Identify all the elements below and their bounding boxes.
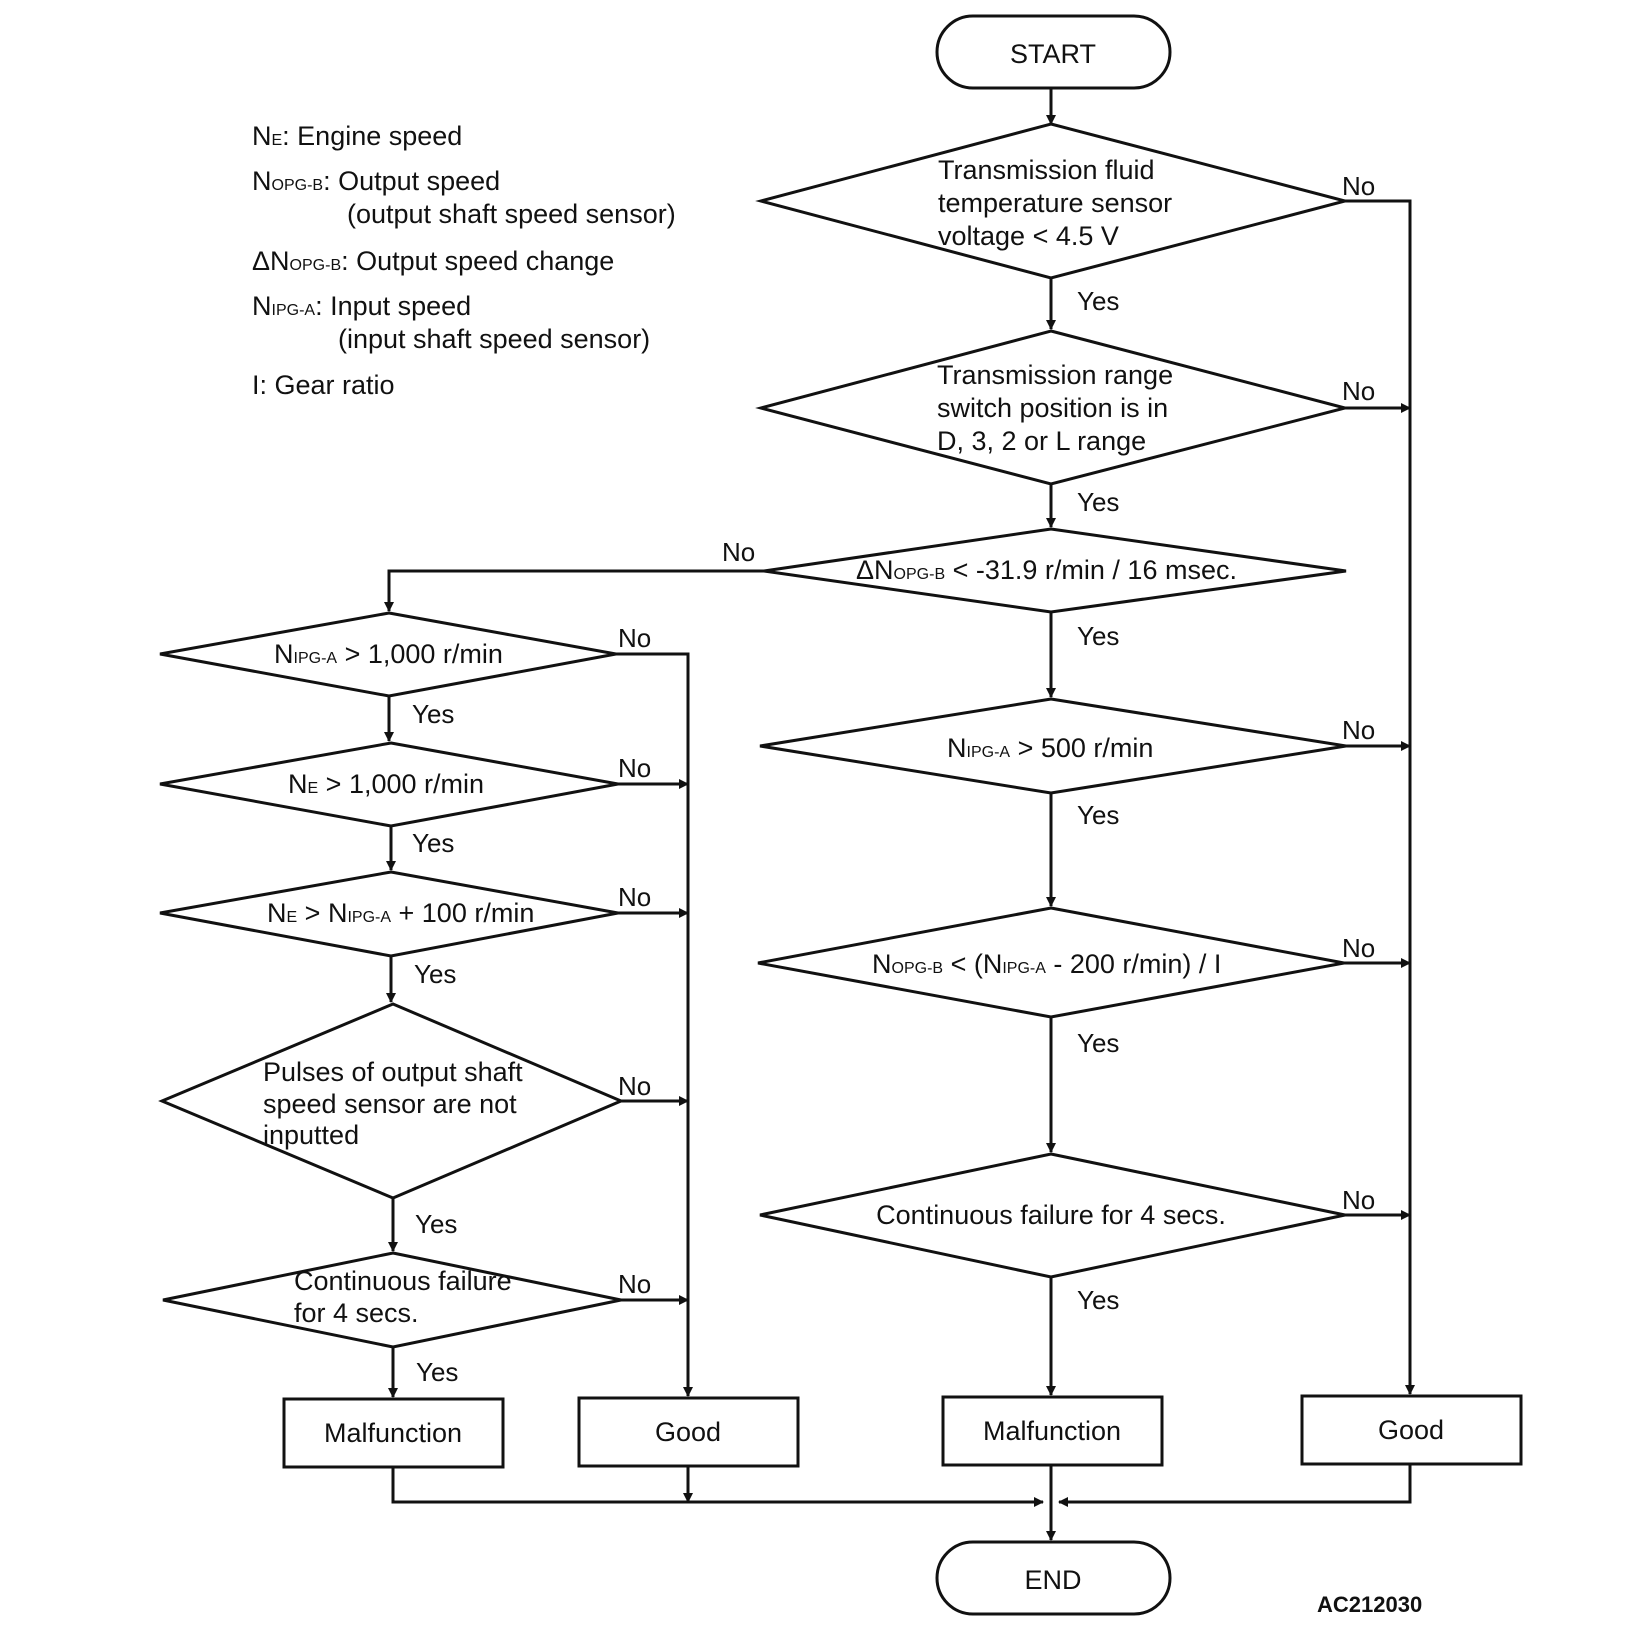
svg-text:D, 3, 2 or L range: D, 3, 2 or L range bbox=[937, 426, 1146, 456]
svg-text:No: No bbox=[618, 623, 651, 653]
end-terminal: END bbox=[935, 1540, 1172, 1616]
svg-text:Yes: Yes bbox=[1077, 800, 1119, 830]
svg-text:for 4 secs.: for 4 secs. bbox=[294, 1298, 419, 1328]
svg-text:Yes: Yes bbox=[1077, 621, 1119, 651]
svg-text:Yes: Yes bbox=[412, 699, 454, 729]
svg-text:Malfunction: Malfunction bbox=[983, 1416, 1121, 1446]
svg-text:Continuous failure for 4 secs.: Continuous failure for 4 secs. bbox=[876, 1200, 1226, 1230]
good-box-right: Good bbox=[1300, 1394, 1523, 1466]
decision-output-vs-input-speed: NOPG-B < (NIPG-A - 200 r/min) / I bbox=[757, 906, 1345, 1019]
legend-dnopg: ΔNOPG-B: Output speed change bbox=[252, 246, 614, 276]
decision-output-speed-change: ΔNOPG-B < -31.9 r/min / 16 msec. bbox=[763, 527, 1347, 614]
legend-ne: NE: Engine speed bbox=[252, 121, 462, 151]
svg-text:No: No bbox=[1342, 376, 1375, 406]
decision-range-switch-position: Transmission range switch position is in… bbox=[755, 329, 1351, 486]
svg-text:Malfunction: Malfunction bbox=[324, 1418, 462, 1448]
start-terminal: START bbox=[935, 14, 1172, 90]
legend-nipg: NIPG-A: Input speed bbox=[252, 291, 471, 321]
svg-text:voltage < 4.5 V: voltage < 4.5 V bbox=[938, 221, 1119, 251]
malfunction-box-right: Malfunction bbox=[941, 1395, 1164, 1467]
svg-text:Yes: Yes bbox=[415, 1209, 457, 1239]
connectors bbox=[384, 88, 1415, 1541]
svg-text:Transmission fluid: Transmission fluid bbox=[938, 155, 1155, 185]
svg-text:ΔNOPG-B < -31.9 r/min / 16 mse: ΔNOPG-B < -31.9 r/min / 16 msec. bbox=[856, 555, 1237, 585]
branch-labels: Yes Yes Yes Yes Yes Yes No No No No No N… bbox=[412, 171, 1375, 1387]
svg-text:NIPG-A > 500 r/min: NIPG-A > 500 r/min bbox=[947, 733, 1153, 763]
svg-text:inputted: inputted bbox=[263, 1120, 359, 1150]
svg-text:No: No bbox=[618, 882, 651, 912]
decision-fluid-temp-voltage: Transmission fluid temperature sensor vo… bbox=[755, 122, 1351, 280]
svg-text:temperature sensor: temperature sensor bbox=[938, 188, 1172, 218]
malfunction-box-left: Malfunction bbox=[282, 1397, 505, 1469]
svg-text:No: No bbox=[1342, 715, 1375, 745]
legend-nipg-note: (input shaft speed sensor) bbox=[338, 324, 650, 354]
legend: NE: Engine speed NOPG-B: Output speed (o… bbox=[252, 121, 676, 400]
end-label: END bbox=[1024, 1565, 1081, 1595]
svg-text:Continuous failure: Continuous failure bbox=[294, 1266, 512, 1296]
decision-output-pulses-missing: Pulses of output shaft speed sensor are … bbox=[158, 1002, 625, 1200]
svg-text:No: No bbox=[618, 1269, 651, 1299]
decision-continuous-failure-left: Continuous failure for 4 secs. bbox=[162, 1251, 622, 1349]
good-box-left: Good bbox=[577, 1396, 800, 1468]
decision-input-speed-1000: NIPG-A > 1,000 r/min bbox=[159, 611, 617, 698]
svg-text:Yes: Yes bbox=[416, 1357, 458, 1387]
legend-nopg-note: (output shaft speed sensor) bbox=[347, 199, 676, 229]
svg-text:No: No bbox=[1342, 1185, 1375, 1215]
svg-text:NE > NIPG-A + 100 r/min: NE > NIPG-A + 100 r/min bbox=[267, 898, 534, 928]
svg-text:Yes: Yes bbox=[414, 959, 456, 989]
svg-text:Pulses of output shaft: Pulses of output shaft bbox=[263, 1057, 523, 1087]
svg-text:Yes: Yes bbox=[412, 828, 454, 858]
legend-nopg: NOPG-B: Output speed bbox=[252, 166, 500, 196]
svg-text:Yes: Yes bbox=[1077, 1285, 1119, 1315]
svg-text:Yes: Yes bbox=[1077, 286, 1119, 316]
decision-input-speed-500: NIPG-A > 500 r/min bbox=[759, 697, 1347, 795]
svg-text:switch position is in: switch position is in bbox=[937, 393, 1168, 423]
legend-gear: I: Gear ratio bbox=[252, 370, 395, 400]
svg-text:NOPG-B < (NIPG-A - 200 r/min): NOPG-B < (NIPG-A - 200 r/min) / I bbox=[872, 949, 1221, 979]
svg-text:NIPG-A > 1,000 r/min: NIPG-A > 1,000 r/min bbox=[274, 639, 503, 669]
svg-text:No: No bbox=[618, 753, 651, 783]
decision-engine-vs-input-speed: NE > NIPG-A + 100 r/min bbox=[159, 870, 619, 958]
svg-text:Good: Good bbox=[655, 1417, 721, 1447]
svg-text:speed sensor are not: speed sensor are not bbox=[263, 1089, 517, 1119]
svg-text:No: No bbox=[1342, 933, 1375, 963]
decision-continuous-failure-right: Continuous failure for 4 secs. bbox=[759, 1152, 1346, 1279]
decision-engine-speed-1000: NE > 1,000 r/min bbox=[159, 741, 619, 828]
svg-text:NE > 1,000 r/min: NE > 1,000 r/min bbox=[288, 769, 484, 799]
svg-text:Yes: Yes bbox=[1077, 1028, 1119, 1058]
svg-text:No: No bbox=[618, 1071, 651, 1101]
svg-text:Transmission range: Transmission range bbox=[937, 360, 1173, 390]
svg-text:No: No bbox=[722, 537, 755, 567]
start-label: START bbox=[1010, 39, 1096, 69]
figure-code: AC212030 bbox=[1317, 1592, 1422, 1617]
svg-text:Good: Good bbox=[1378, 1415, 1444, 1445]
svg-text:Yes: Yes bbox=[1077, 487, 1119, 517]
svg-text:No: No bbox=[1342, 171, 1375, 201]
